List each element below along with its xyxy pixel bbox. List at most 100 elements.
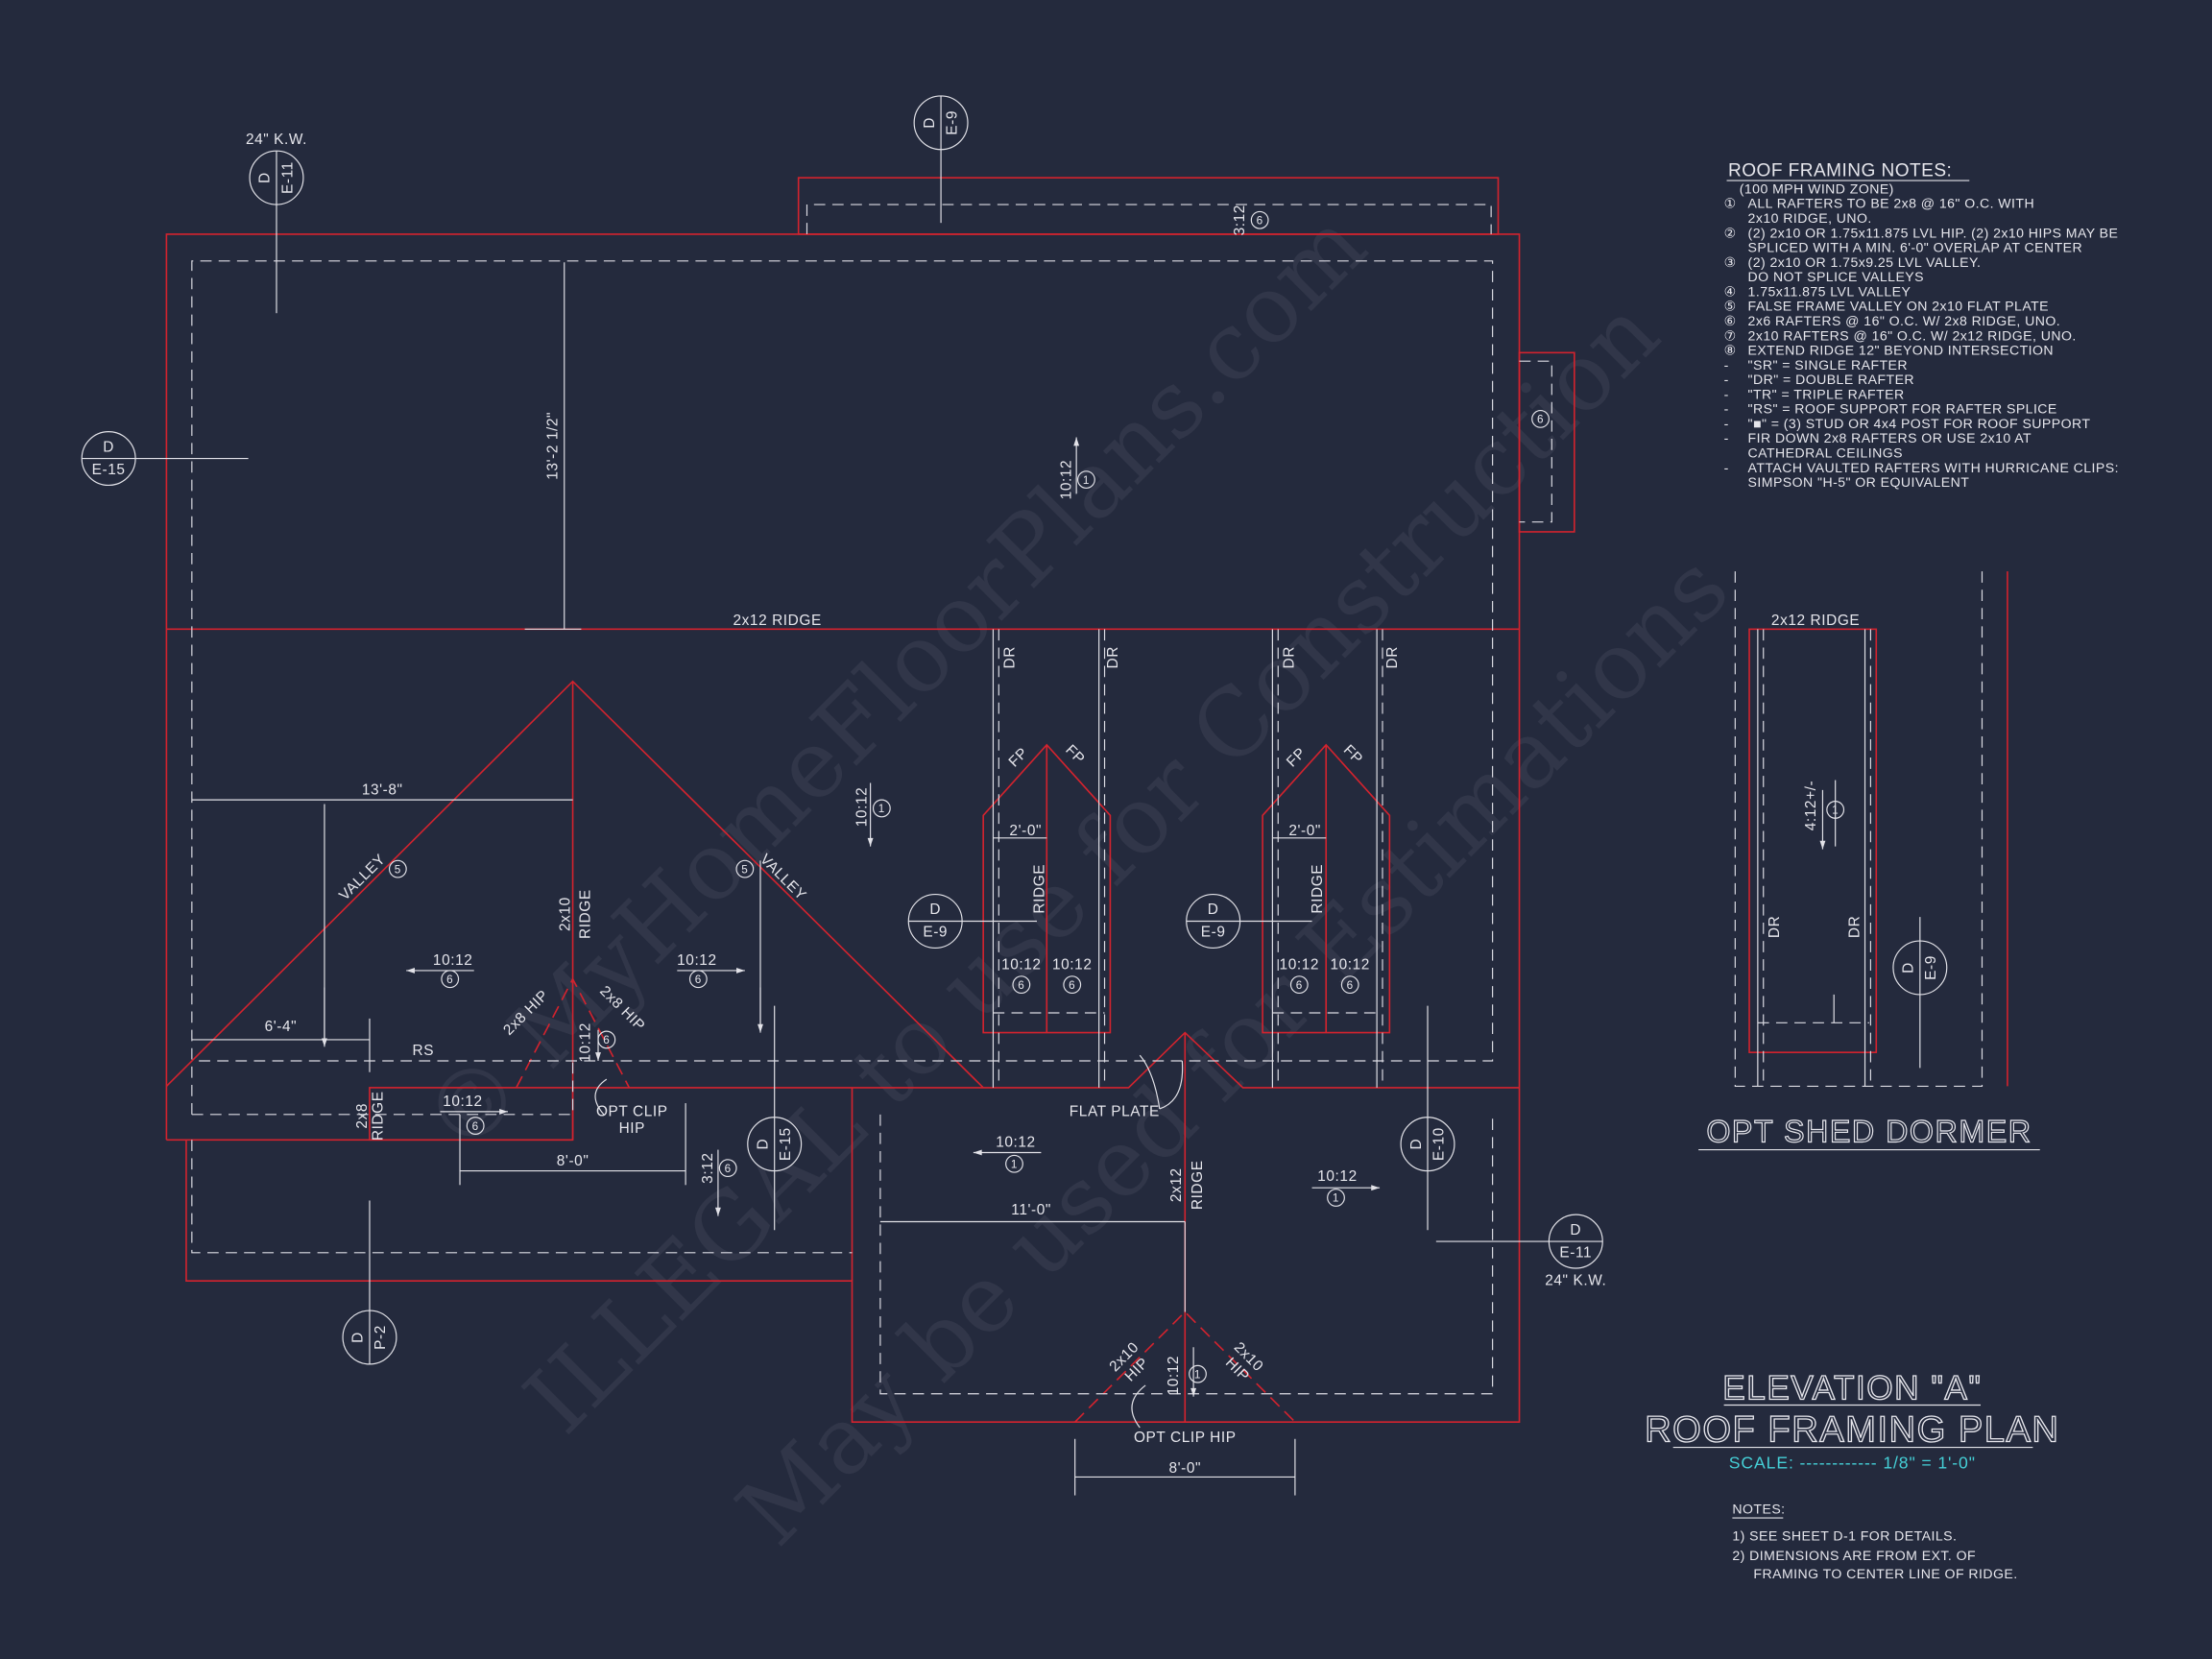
note-ref-ring — [1340, 975, 1359, 995]
plan-label: 6'-4" — [265, 1019, 298, 1035]
notes-title: ROOF FRAMING NOTES: — [1728, 161, 1952, 181]
note-line: "RS" = ROOF SUPPORT FOR RAFTER SPLICE — [1748, 401, 2057, 417]
slope-arrow — [973, 1149, 1042, 1156]
flat-plate-leader — [1139, 1054, 1184, 1110]
note-marker: ⑧ — [1724, 343, 1737, 358]
note-ref-circle: 6 — [1012, 975, 1031, 995]
slope-arrow — [1311, 1185, 1381, 1191]
note-ref-number: 1 — [1083, 474, 1090, 487]
note-ref-ring — [1063, 975, 1082, 995]
marker-detail: D — [1901, 962, 1917, 974]
plan-label: 24" K.W. — [1545, 1273, 1606, 1289]
note-marker: ② — [1724, 225, 1737, 240]
note-marker: ⑦ — [1724, 327, 1737, 343]
plan-label: 13'-8" — [362, 781, 403, 798]
note-ref-number: 6 — [725, 1163, 732, 1175]
note-ref-circle: 6 — [441, 970, 460, 989]
arrow-head — [736, 968, 745, 974]
note-ref-ring — [735, 859, 755, 878]
arrow-head — [1371, 1185, 1381, 1191]
lower-left-wing-wall — [191, 1140, 853, 1254]
marker-detail: D — [350, 1332, 367, 1343]
note-ref-circle: 6 — [1531, 410, 1550, 428]
plan-label: 2x12 — [1168, 1167, 1185, 1202]
slope-arrows — [322, 437, 1826, 1397]
plan-label: 10:12 — [996, 1135, 1036, 1151]
section-marker[interactable]: DE-9 — [1186, 894, 1312, 950]
note-marker: - — [1724, 416, 1729, 431]
title-note-2: 2) DIMENSIONS ARE FROM EXT. OF — [1732, 1548, 1976, 1563]
arrow-head — [757, 1023, 763, 1033]
note-ref-ring — [1077, 470, 1095, 489]
note-marker: ⑥ — [1724, 313, 1737, 328]
note-ref-circle: 5 — [735, 859, 755, 878]
notes-heading: NOTES: — [1732, 1502, 1785, 1517]
slope-arrow — [595, 1029, 601, 1061]
slope-arrow — [757, 987, 763, 1033]
note-ref-number: 6 — [1257, 214, 1263, 227]
plan-label: OPT SHED DORMER — [1706, 1114, 2032, 1148]
marker-sheet: E-15 — [778, 1127, 794, 1161]
plan-label: 2'-0" — [1009, 823, 1042, 839]
slope-arrow — [406, 968, 474, 974]
clip-hip-lines — [1074, 1310, 1296, 1423]
section-marker[interactable]: DE-15 — [81, 431, 249, 487]
note-ref-number: 5 — [395, 863, 401, 876]
note-ref-circle: 6 — [718, 1159, 737, 1178]
marker-detail: D — [922, 117, 938, 129]
note-line: 1.75x11.875 LVL VALLEY — [1748, 283, 1911, 299]
note-ref-circle: 6 — [1250, 210, 1269, 229]
plan-label: 10:12 — [1280, 957, 1320, 974]
plan-label: 2x8 — [354, 1103, 371, 1129]
note-marker: - — [1724, 357, 1729, 373]
shed-dormer-outline — [1748, 628, 1878, 1053]
note-marker: ⑤ — [1724, 299, 1737, 314]
section-marker[interactable]: DE-11 — [1435, 1214, 1603, 1269]
shed-dormer-wall — [1734, 571, 1984, 1088]
section-marker[interactable]: DE-9 — [907, 894, 1037, 950]
slope-arrow — [1819, 789, 1826, 850]
dormer-right-outline — [1262, 743, 1391, 1034]
note-ref-circle: 1 — [872, 799, 891, 818]
note-ref-circle: 1 — [1327, 1189, 1345, 1207]
note-line: "TR" = TRIPLE RAFTER — [1748, 386, 1905, 401]
note-line: SIMPSON "H-5" OR EQUIVALENT — [1748, 474, 1970, 490]
slope-arrow — [1190, 1347, 1197, 1397]
marker-sheet: E-9 — [923, 925, 948, 941]
plan-label: RIDGE — [1031, 864, 1047, 914]
note-ref-ring — [1012, 975, 1031, 995]
plan-label: 10:12 — [677, 952, 717, 969]
title-plan-name: ROOF FRAMING PLAN — [1645, 1409, 2059, 1451]
note-ref-circle: 1 — [1005, 1154, 1023, 1173]
note-line: ALL RAFTERS TO BE 2x8 @ 16" O.C. WITH — [1748, 196, 2035, 211]
note-ref-ring — [597, 1030, 616, 1049]
arrow-head — [406, 968, 415, 974]
plan-label: 2x10 — [558, 897, 574, 931]
note-marker: ④ — [1724, 283, 1737, 299]
note-line: FALSE FRAME VALLEY ON 2x10 FLAT PLATE — [1748, 299, 2049, 314]
note-ref-number: 6 — [472, 1120, 479, 1133]
right-bump-wall — [1519, 360, 1552, 523]
note-marker: - — [1724, 430, 1729, 445]
note-line: "SR" = SINGLE RAFTER — [1748, 357, 1908, 373]
arrow-head — [973, 1149, 982, 1156]
plan-label: 8'-0" — [557, 1153, 589, 1169]
note-ref-number: 6 — [695, 974, 702, 986]
note-line: "■" = (3) STUD OR 4x4 POST FOR ROOF SUPP… — [1748, 416, 2091, 431]
roof-framing-notes: ROOF FRAMING NOTES: (100 MPH WIND ZONE) … — [1724, 161, 2119, 490]
marker-sheet: E-11 — [279, 161, 296, 194]
plan-label: 10:12 — [1330, 957, 1370, 974]
plan-label: 10:12 — [577, 1022, 593, 1063]
note-ref-ring — [872, 799, 891, 818]
marker-detail: D — [755, 1139, 771, 1150]
section-marker[interactable]: D E-15 — [747, 1005, 803, 1231]
note-ref-number: 6 — [1296, 979, 1303, 992]
note-marker: - — [1724, 386, 1729, 401]
